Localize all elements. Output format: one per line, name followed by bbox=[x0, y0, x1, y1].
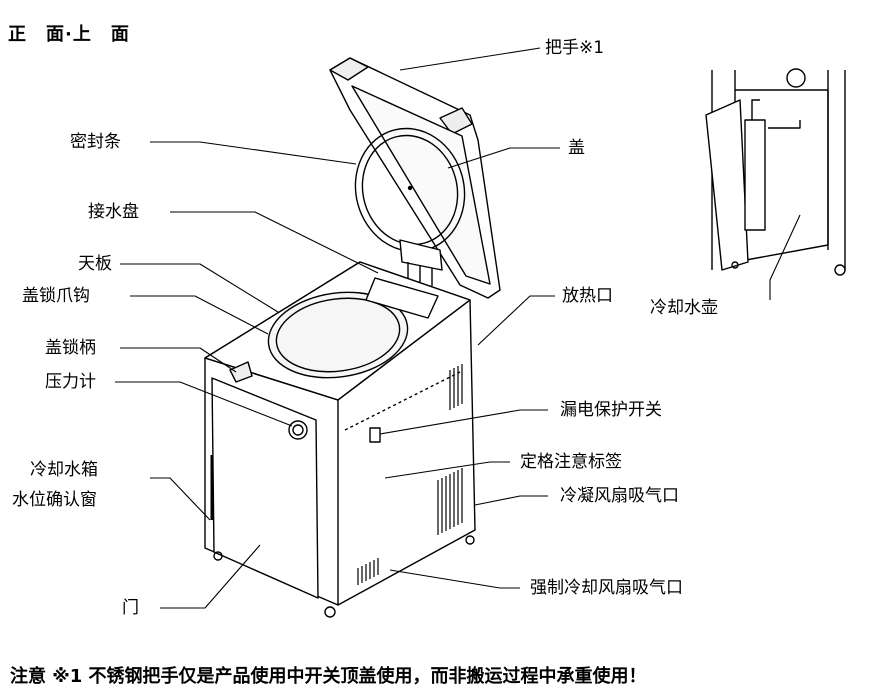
label-drip-tray: 接水盘 bbox=[88, 202, 139, 222]
label-top-panel: 天板 bbox=[78, 254, 112, 274]
label-seal: 密封条 bbox=[70, 132, 121, 152]
label-lid-lock-handle: 盖锁柄 bbox=[45, 338, 96, 358]
inset-drawing bbox=[705, 68, 846, 276]
label-water-level-window-1: 冷却水箱 bbox=[30, 460, 98, 480]
label-pressure-gauge: 压力计 bbox=[45, 372, 96, 392]
label-handle: 把手※1 bbox=[545, 38, 605, 58]
label-rating-label: 定格注意标签 bbox=[520, 452, 622, 472]
page-title: 正 面·上 面 bbox=[8, 24, 130, 45]
label-heat-vent: 放热口 bbox=[562, 286, 613, 306]
leader-lines bbox=[115, 47, 801, 609]
lid-drawing bbox=[329, 57, 501, 299]
body-drawing bbox=[204, 261, 476, 618]
label-cooling-tank: 冷却水壶 bbox=[650, 298, 718, 318]
label-lid: 盖 bbox=[568, 138, 585, 158]
label-lid-lock-claw: 盖锁爪钩 bbox=[22, 286, 90, 306]
warning-note: 注意 ※1 不锈钢把手仅是产品使用中开关顶盖使用，而非搬运过程中承重使用！ bbox=[10, 666, 647, 687]
label-forced-fan-intake: 强制冷却风扇吸气口 bbox=[530, 578, 683, 598]
label-leakage-switch: 漏电保护开关 bbox=[560, 400, 662, 420]
label-door: 门 bbox=[122, 598, 139, 618]
label-condenser-fan-intake: 冷凝风扇吸气口 bbox=[560, 486, 679, 506]
label-water-level-window-2: 水位确认窗 bbox=[12, 490, 97, 510]
